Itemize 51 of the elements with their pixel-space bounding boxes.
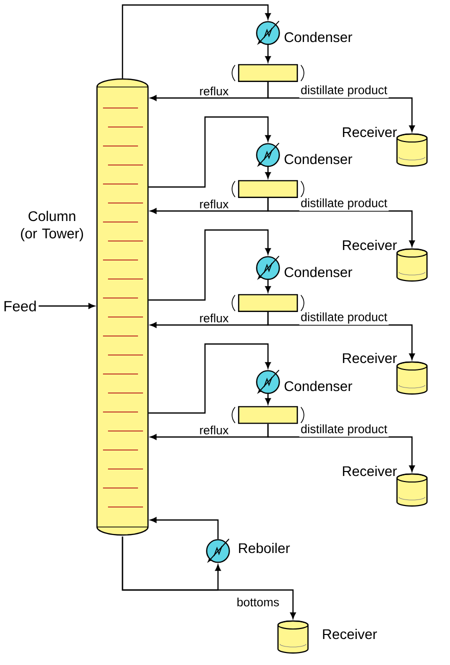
edge-label: distillate product: [299, 311, 389, 325]
flow-arrow: [148, 116, 271, 188]
reflux-drum: [232, 180, 304, 198]
receiver-tank: [396, 361, 428, 395]
edge-label: distillate product: [299, 84, 389, 98]
receiver-label: Receiver: [342, 466, 397, 476]
column-label: Column (or Tower): [20, 210, 83, 242]
reflux-drum: [232, 64, 304, 82]
edge-label: reflux: [198, 85, 230, 97]
flow-arrow: [122, 536, 296, 619]
edge-label: bottoms: [235, 596, 281, 608]
edge-label: distillate product: [299, 197, 389, 211]
flow-arrow: [265, 44, 271, 62]
flow-arrow: [38, 303, 95, 309]
flow-arrow: [265, 166, 271, 178]
receiver-tank: [396, 473, 428, 507]
feed-label: Feed: [4, 300, 36, 312]
heat-exchanger-symbol: [256, 20, 280, 45]
equipment-label: Condenser: [284, 266, 352, 278]
flow-arrow: [148, 343, 271, 414]
reflux-drum: [232, 294, 304, 312]
equipment-label: Condenser: [284, 380, 352, 392]
flow-arrow: [267, 82, 415, 132]
receiver-tank: [396, 248, 428, 282]
receiver-label: Receiver: [323, 628, 377, 640]
flow-arrow: [267, 424, 415, 472]
heat-exchanger-symbol: [256, 370, 280, 394]
flow-arrow: [148, 229, 271, 301]
heat-exchanger-symbol: [256, 256, 280, 280]
flow-arrow: [267, 198, 415, 247]
edge-label: reflux: [198, 312, 230, 324]
equipment-label: Reboiler: [239, 542, 290, 554]
flow-arrow: [265, 280, 271, 292]
receiver-tank: [277, 620, 309, 654]
edge-label: reflux: [198, 198, 230, 210]
receiver-label: Receiver: [342, 126, 397, 138]
flow-arrow: [122, 4, 271, 78]
edge-label: distillate product: [299, 423, 389, 437]
flow-arrow: [265, 394, 271, 404]
receiver-label: Receiver: [342, 240, 397, 250]
distillation-column: [96, 78, 149, 536]
receiver-label: Receiver: [342, 352, 397, 364]
receiver-tank: [396, 133, 428, 167]
reflux-drum: [232, 406, 304, 424]
edge-label: reflux: [198, 424, 230, 436]
flow-arrow: [267, 312, 415, 360]
equipment-label: Condenser: [284, 32, 352, 42]
equipment-label: Condenser: [284, 154, 352, 164]
heat-exchanger-symbol: [206, 538, 230, 563]
heat-exchanger-symbol: [256, 142, 280, 167]
flow-arrow: [150, 517, 219, 540]
